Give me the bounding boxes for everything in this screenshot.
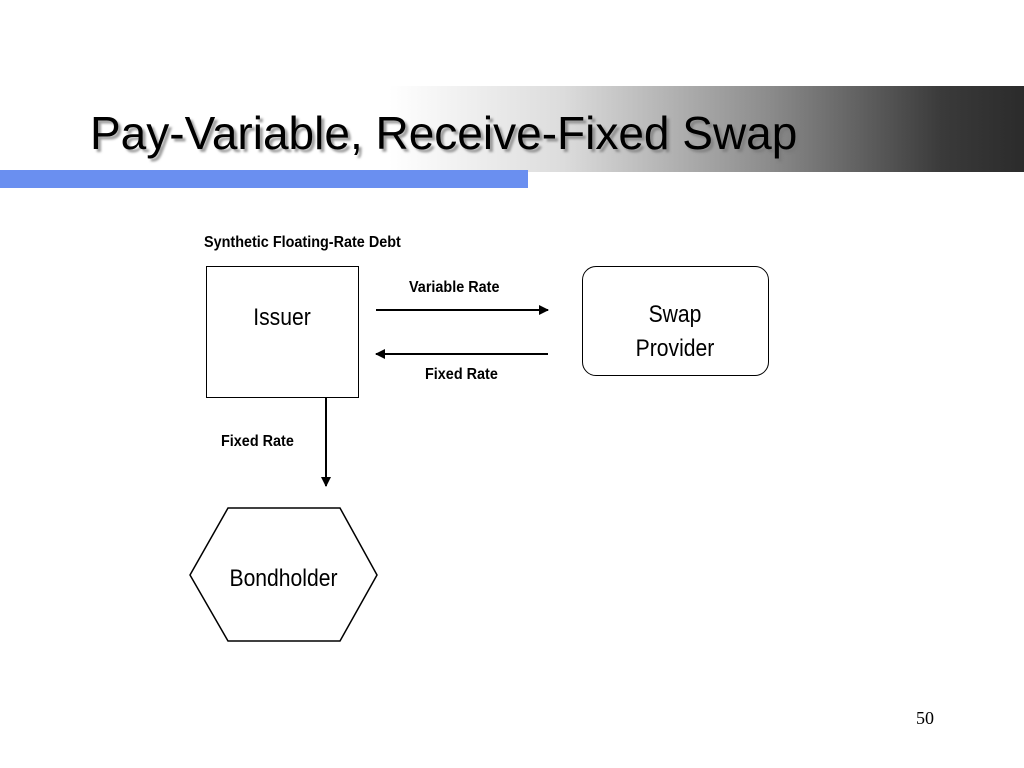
- title-band: [0, 86, 1024, 172]
- page-number: 50: [916, 708, 934, 728]
- swap-provider-label-line1: Swap: [648, 301, 702, 328]
- swap-provider-box: Swap Provider: [582, 266, 769, 376]
- accent-bar: [0, 170, 528, 188]
- variable-rate-label: Variable Rate: [409, 279, 500, 296]
- issuer-label: Issuer: [253, 304, 311, 331]
- fixed-rate-label-bondholder: Fixed Rate: [221, 433, 294, 450]
- bondholder-label: Bondholder: [229, 565, 338, 592]
- swap-provider-label-line2: Provider: [635, 335, 715, 362]
- slide-title: Pay-Variable, Receive-Fixed Swap: [90, 107, 798, 159]
- diagram-caption: Synthetic Floating-Rate Debt: [204, 234, 401, 251]
- fixed-rate-label-swap: Fixed Rate: [425, 366, 498, 383]
- issuer-box: Issuer: [206, 266, 359, 398]
